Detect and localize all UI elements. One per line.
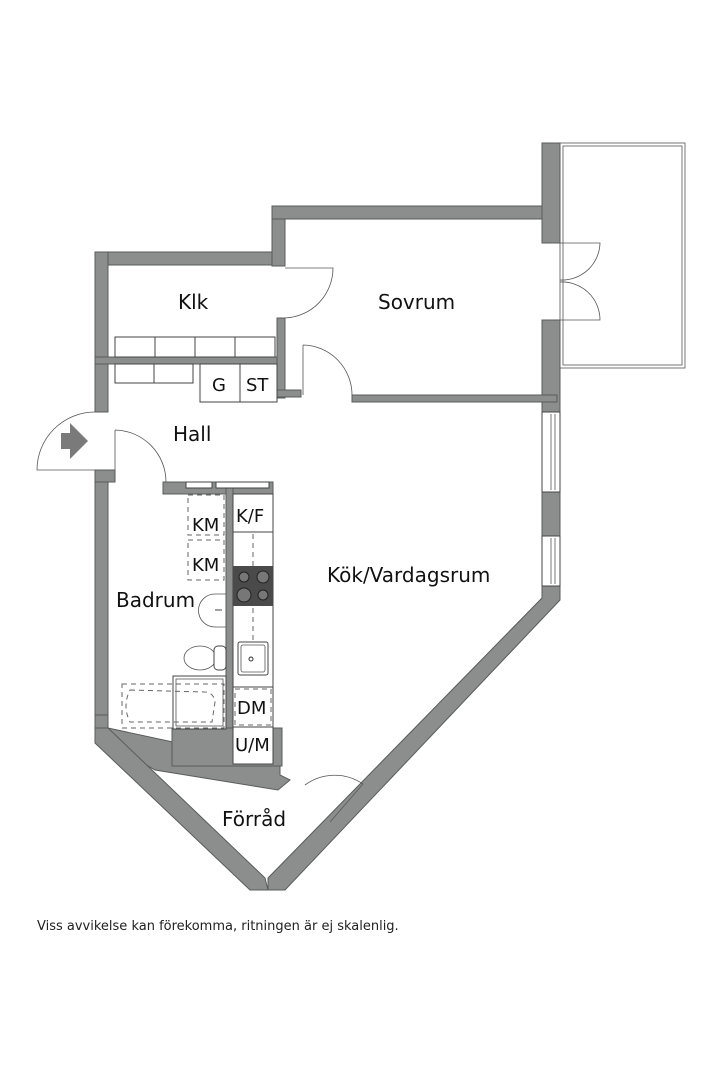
room-label-forrad: Förråd	[222, 807, 286, 831]
disclaimer-text: Viss avvikelse kan förekomma, ritningen …	[37, 919, 399, 934]
fixture-st: ST	[246, 375, 269, 396]
room-label-sovrum: Sovrum	[378, 290, 455, 314]
fixture-um: U/M	[235, 735, 270, 756]
balcony	[559, 142, 686, 369]
fixture-g: G	[212, 375, 226, 396]
bathroom-fixtures	[121, 593, 227, 730]
fixture-km-1: KM	[192, 515, 219, 536]
fixture-km-2: KM	[192, 555, 219, 576]
room-label-kok-vardagsrum: Kök/Vardagsrum	[327, 563, 490, 587]
fixture-dm: DM	[237, 698, 266, 719]
fixture-kf: K/F	[236, 506, 264, 527]
room-label-badrum: Badrum	[116, 588, 195, 612]
room-label-hall: Hall	[173, 422, 211, 446]
kitchen-counter	[232, 493, 274, 765]
closet-shelves	[114, 336, 278, 403]
room-label-klk: Klk	[178, 290, 209, 314]
walls	[94, 142, 561, 891]
entrance-arrow-icon	[61, 423, 88, 459]
doors	[36, 242, 601, 823]
washing-machines	[187, 494, 225, 581]
windows	[541, 411, 561, 587]
